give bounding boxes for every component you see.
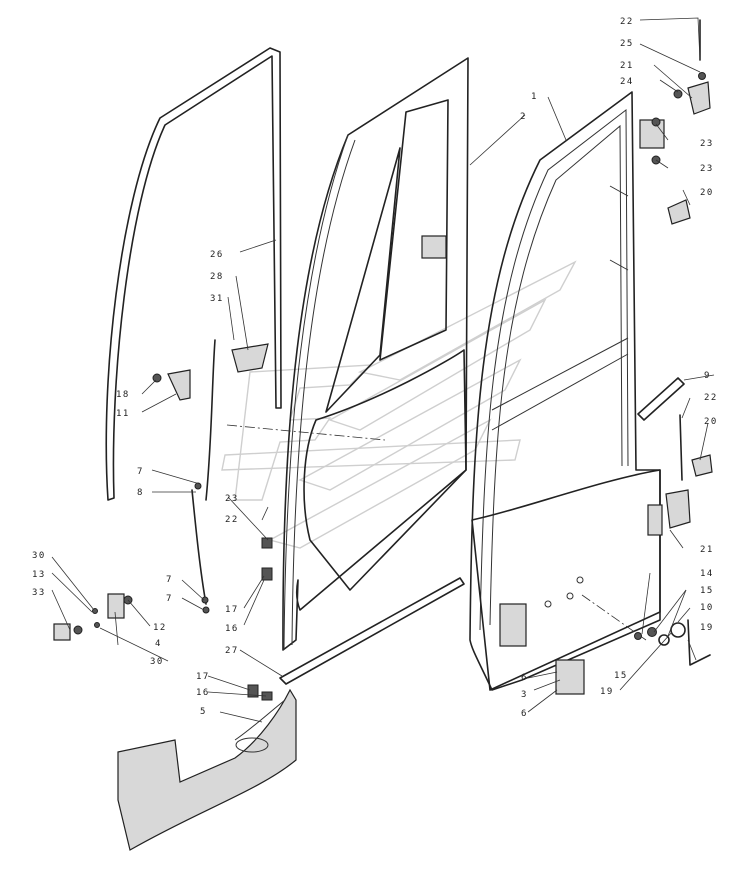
nut-18: [152, 373, 162, 383]
callout-28: 28: [210, 272, 224, 282]
bumper-20b: [691, 454, 713, 477]
bolt-17b: [247, 684, 259, 698]
callout-7-c: 7: [166, 594, 173, 604]
rod-8: [191, 489, 207, 605]
cable-31: [205, 339, 216, 501]
latch-4: [107, 593, 125, 619]
seal-strip-26: [105, 47, 282, 501]
callout-30-b: 30: [150, 657, 164, 667]
callout-22-a: 22: [620, 17, 634, 27]
callout-23-b: 23: [700, 164, 714, 174]
callout-8: 8: [137, 488, 144, 498]
callout-25: 25: [620, 39, 634, 49]
callout-17-b: 17: [196, 672, 210, 682]
callout-21-b: 21: [700, 545, 714, 555]
callout-16-b: 16: [196, 688, 210, 698]
callout-33: 33: [32, 588, 46, 598]
callout-22-b: 22: [704, 393, 718, 403]
callout-6-a: 6: [521, 673, 528, 683]
callout-23-a: 23: [700, 139, 714, 149]
callout-17-a: 17: [225, 605, 239, 615]
callout-5: 5: [200, 707, 207, 717]
bolt-22: [261, 537, 273, 549]
handle-19: [687, 619, 711, 666]
bolt-17: [261, 567, 273, 581]
door-frame-1: [469, 91, 665, 691]
callout-15-b: 15: [614, 671, 628, 681]
callout-1: 1: [531, 92, 538, 102]
bumper-20: [667, 199, 691, 225]
callout-16-a: 16: [225, 624, 239, 634]
strip-9: [637, 377, 685, 421]
callout-18: 18: [116, 390, 130, 400]
callout-2: 2: [520, 112, 527, 122]
callout-30-a: 30: [32, 551, 46, 561]
callout-19-b: 19: [600, 687, 614, 697]
callout-4: 4: [155, 639, 162, 649]
callout-31: 31: [210, 294, 224, 304]
callout-23-c: 23: [225, 494, 239, 504]
lock-28: [231, 343, 269, 373]
callout-13: 13: [32, 570, 46, 580]
inner-handle-recess: [499, 603, 527, 647]
callout-11: 11: [116, 409, 130, 419]
callout-27: 27: [225, 646, 239, 656]
callout-26: 26: [210, 250, 224, 260]
callout-22-c: 22: [225, 515, 239, 525]
callout-10: 10: [700, 603, 714, 613]
latch-bracket: [421, 235, 447, 259]
callout-24: 24: [620, 77, 634, 87]
callout-19-a: 19: [700, 623, 714, 633]
small-hardware: [53, 19, 713, 701]
callout-14: 14: [700, 569, 714, 579]
callout-3: 3: [521, 690, 528, 700]
lower-panel-5: [117, 688, 297, 851]
callout-6-b: 6: [521, 709, 528, 719]
callout-21-a: 21: [620, 61, 634, 71]
callout-20-b: 20: [704, 417, 718, 427]
hinge-21b: [665, 489, 691, 529]
callout-labels: 1 2 3 4 5 6 6 7 7 7 8 9 10 11 12 13 14 1…: [32, 17, 718, 719]
callout-7-a: 7: [137, 467, 144, 477]
hinge-21: [687, 81, 711, 115]
strip-27: [279, 577, 465, 685]
callout-20-a: 20: [700, 188, 714, 198]
callout-15-a: 15: [700, 586, 714, 596]
glass-pane-2: [226, 57, 469, 651]
clip-33: [53, 623, 71, 641]
leader-lines: [51, 17, 715, 723]
callout-9: 9: [704, 371, 711, 381]
callout-12: 12: [153, 623, 167, 633]
callout-7-b: 7: [166, 575, 173, 585]
bracket-11: [167, 369, 191, 401]
handle-6: [555, 659, 585, 695]
